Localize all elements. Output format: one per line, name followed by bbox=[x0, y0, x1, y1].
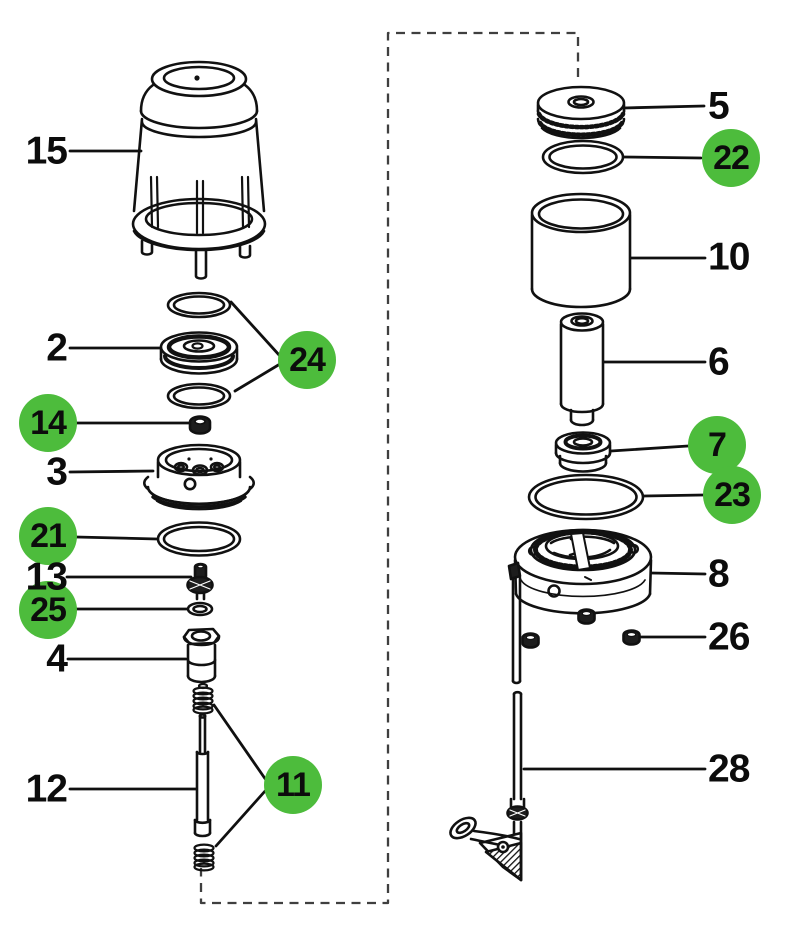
callout-13: 13 bbox=[25, 555, 68, 599]
leader-lines bbox=[65, 104, 707, 848]
callout-28: 28 bbox=[708, 747, 750, 791]
part-23-drawing bbox=[527, 473, 645, 521]
callout-22: 22 bbox=[702, 129, 760, 187]
assembly-boundary-dashed-line bbox=[199, 31, 580, 905]
part-3-drawing bbox=[143, 443, 255, 511]
callout-4: 4 bbox=[46, 637, 68, 681]
callout-25: 25 bbox=[19, 581, 77, 639]
callout-7: 7 bbox=[688, 416, 746, 474]
callout-6: 6 bbox=[708, 340, 730, 384]
part-4-drawing bbox=[182, 627, 221, 684]
callout-8: 8 bbox=[708, 552, 730, 596]
part-2-drawing bbox=[159, 331, 239, 375]
part-15-drawing bbox=[131, 60, 267, 280]
part-14-drawing bbox=[188, 415, 212, 435]
callout-23: 23 bbox=[703, 466, 761, 524]
callout-5: 5 bbox=[708, 84, 730, 128]
callout-21: 21 bbox=[19, 507, 77, 565]
part-26-drawing bbox=[521, 608, 641, 649]
callout-24: 24 bbox=[278, 331, 336, 389]
callout-12: 12 bbox=[25, 767, 68, 811]
part-7-drawing bbox=[554, 431, 612, 473]
part-21-drawing bbox=[156, 521, 242, 557]
part-8-drawing bbox=[507, 528, 653, 685]
part-22-drawing bbox=[541, 139, 625, 175]
callout-15: 15 bbox=[25, 129, 68, 173]
part-10-drawing bbox=[530, 192, 632, 309]
part-25-drawing bbox=[186, 601, 214, 617]
part-28-drawing bbox=[449, 690, 529, 882]
callout-26: 26 bbox=[708, 615, 750, 659]
part-12-drawing bbox=[193, 713, 212, 838]
part-5-drawing bbox=[536, 85, 626, 140]
callout-2: 2 bbox=[46, 326, 68, 370]
callout-14: 14 bbox=[19, 394, 77, 452]
part-24-drawing bbox=[166, 291, 232, 410]
callout-3: 3 bbox=[46, 450, 68, 494]
callout-10: 10 bbox=[708, 235, 750, 279]
part-6-drawing bbox=[559, 312, 605, 427]
callout-11: 11 bbox=[264, 756, 322, 814]
part-13-drawing bbox=[186, 562, 214, 601]
